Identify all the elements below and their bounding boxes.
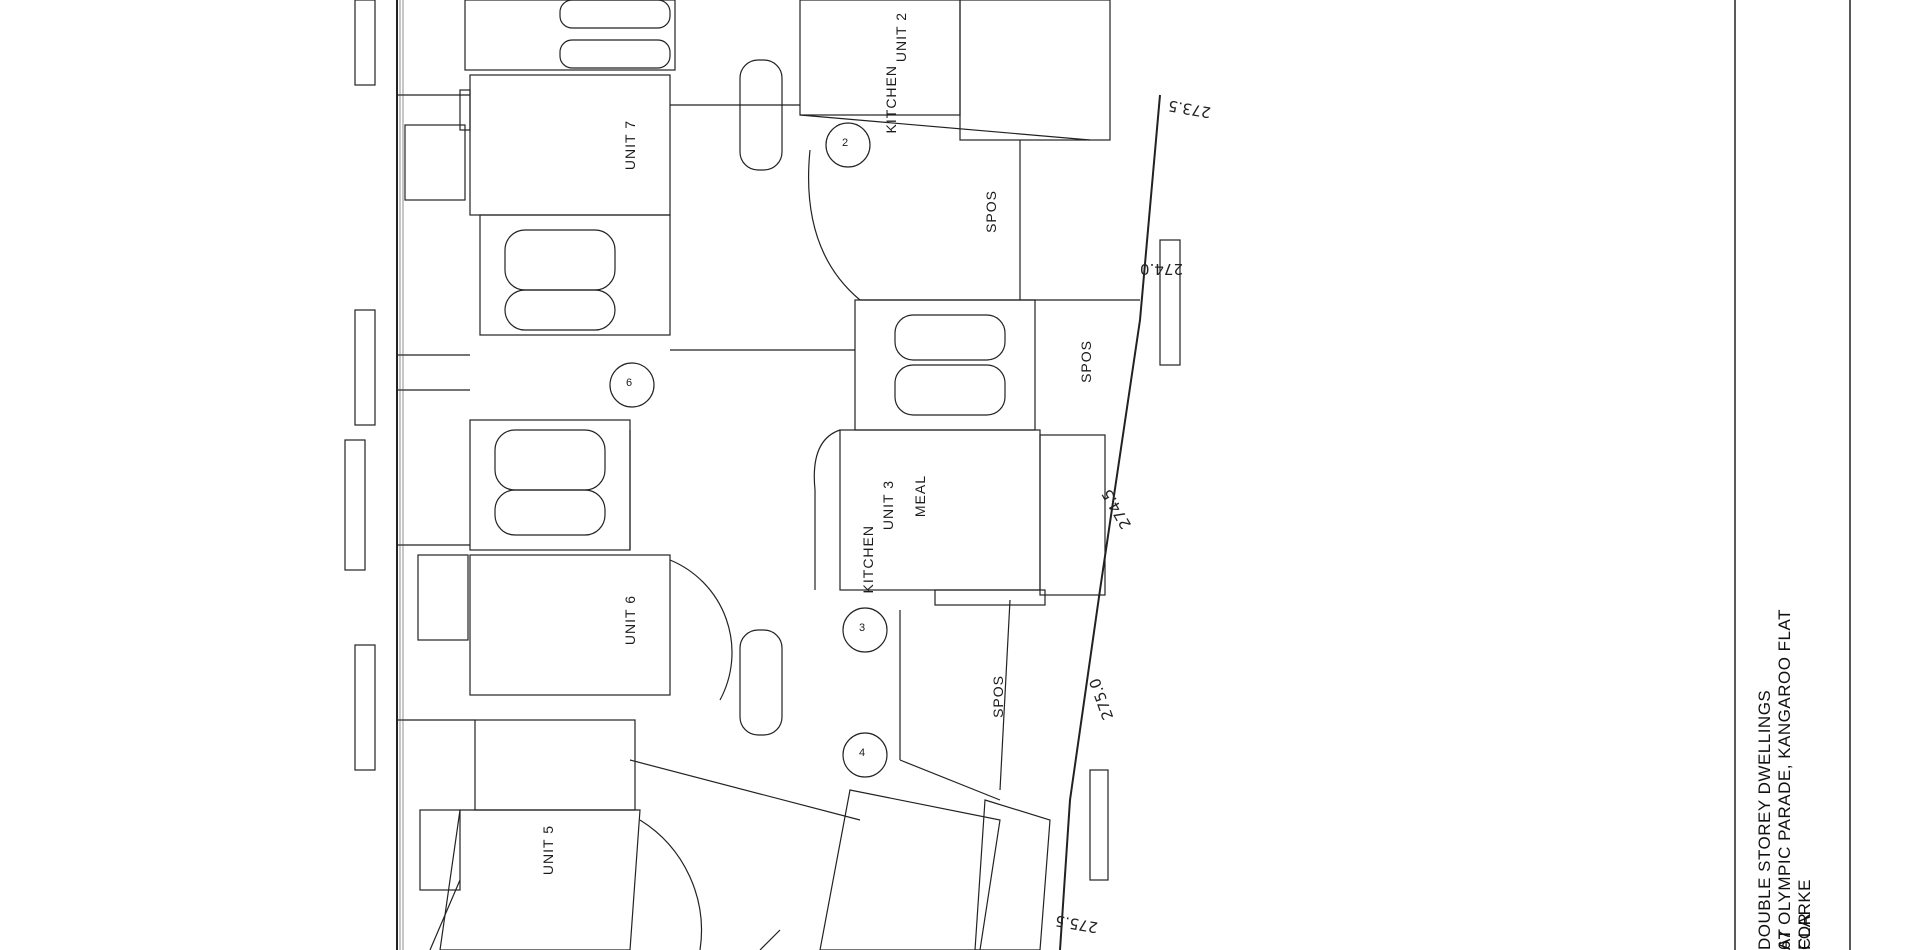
unit-5-label: UNIT 5 bbox=[540, 825, 556, 876]
unit-6-label: UNIT 6 bbox=[622, 595, 638, 646]
kitchen-label-unit3: KITCHEN bbox=[860, 525, 876, 594]
unit-2-label: UNIT 2 bbox=[893, 12, 909, 63]
visitor-space-6: 6 bbox=[626, 377, 634, 389]
spos-label-unit3: SPOS bbox=[1078, 340, 1094, 383]
spos-label-unit4: SPOS bbox=[990, 675, 1006, 718]
meal-label-unit3: MEAL bbox=[912, 475, 928, 518]
title-line-3: CLARKE bbox=[1795, 878, 1814, 950]
visitor-space-3: 3 bbox=[859, 622, 867, 634]
spos-label-unit2: SPOS bbox=[983, 190, 999, 233]
kitchen-label-unit2: KITCHEN bbox=[883, 65, 899, 134]
visitor-space-4: 4 bbox=[859, 747, 867, 759]
unit-7-label: UNIT 7 bbox=[622, 120, 638, 171]
unit-3-label: UNIT 3 bbox=[880, 480, 896, 531]
contour-level-274-0: 274.0 bbox=[1140, 260, 1183, 278]
visitor-space-2: 2 bbox=[842, 137, 850, 149]
